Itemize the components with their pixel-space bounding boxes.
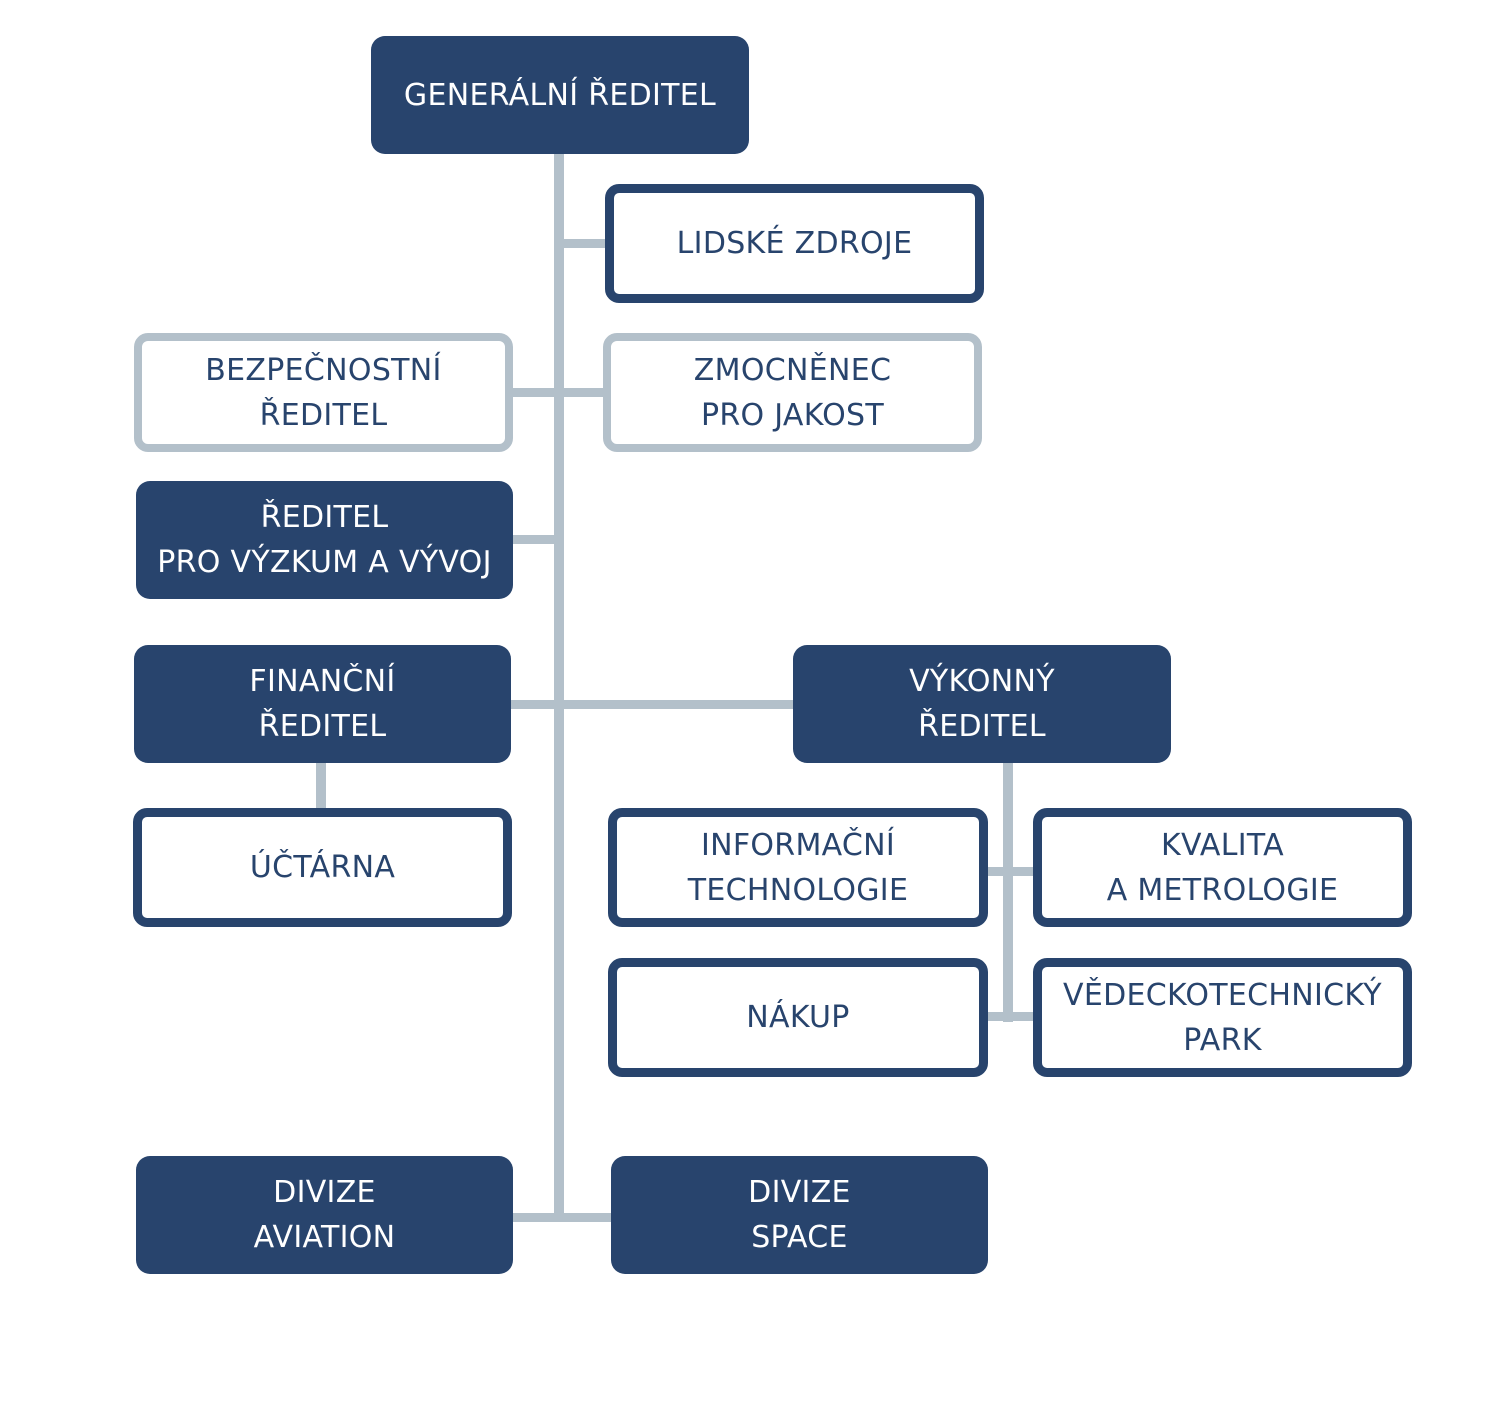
node-security-director[interactable]: BEZPEČNOSTNÍ ŘEDITEL xyxy=(134,333,513,452)
node-executive-director-line-2: ŘEDITEL xyxy=(918,709,1046,744)
node-financial-director-line-1: FINANČNÍ xyxy=(249,664,396,699)
node-science-park-line-2: PARK xyxy=(1183,1022,1262,1058)
node-science-park[interactable]: VĚDECKOTECHNICKÝ PARK xyxy=(1033,958,1412,1077)
node-space-division-line-2: SPACE xyxy=(751,1220,848,1255)
node-information-technology[interactable]: INFORMAČNÍ TECHNOLOGIE xyxy=(608,808,988,927)
node-information-technology-line-2: TECHNOLOGIE xyxy=(687,872,909,908)
node-financial-director[interactable]: FINANČNÍ ŘEDITEL xyxy=(134,645,511,763)
node-aviation-division-line-1: DIVIZE xyxy=(273,1175,376,1210)
node-general-director-line-1: GENERÁLNÍ ŘEDITEL xyxy=(403,77,717,113)
node-human-resources[interactable]: LIDSKÉ ZDROJE xyxy=(605,184,984,303)
node-human-resources-line-1: LIDSKÉ ZDROJE xyxy=(676,226,913,261)
node-space-division-line-1: DIVIZE xyxy=(748,1175,851,1210)
connector-divisions xyxy=(510,1213,614,1222)
node-security-director-line-1: BEZPEČNOSTNÍ xyxy=(205,352,442,388)
connector-it-quality xyxy=(984,867,1038,876)
node-space-division[interactable]: DIVIZE SPACE xyxy=(611,1156,988,1274)
node-executive-director-line-1: VÝKONNÝ xyxy=(909,664,1055,699)
node-quality-metrology-line-2: A METROLOGIE xyxy=(1106,872,1339,908)
node-science-park-line-1: VĚDECKOTECHNICKÝ xyxy=(1063,977,1382,1013)
node-purchasing[interactable]: NÁKUP xyxy=(608,958,988,1077)
connector-rnd xyxy=(510,535,562,544)
node-rnd-director-line-2: PRO VÝZKUM A VÝVOJ xyxy=(157,545,492,580)
node-rnd-director-line-1: ŘEDITEL xyxy=(260,500,389,535)
connector-accounting xyxy=(316,760,326,812)
node-aviation-division[interactable]: DIVIZE AVIATION xyxy=(136,1156,513,1274)
node-quality-representative[interactable]: ZMOCNĚNEC PRO JAKOST xyxy=(603,333,982,452)
node-quality-metrology-line-1: KVALITA xyxy=(1161,827,1284,863)
node-accounting-line-1: ÚČTÁRNA xyxy=(249,850,396,885)
node-rnd-director[interactable]: ŘEDITEL PRO VÝZKUM A VÝVOJ xyxy=(136,481,513,599)
node-quality-representative-line-1: ZMOCNĚNEC xyxy=(693,352,892,388)
node-quality-representative-line-2: PRO JAKOST xyxy=(701,397,884,433)
node-general-director[interactable]: GENERÁLNÍ ŘEDITEL xyxy=(371,36,749,154)
node-executive-director[interactable]: VÝKONNÝ ŘEDITEL xyxy=(793,645,1171,763)
node-accounting[interactable]: ÚČTÁRNA xyxy=(133,808,512,927)
connector-purchasing-park xyxy=(984,1012,1038,1021)
node-financial-director-line-2: ŘEDITEL xyxy=(258,709,387,744)
connector-hr xyxy=(560,239,610,248)
node-aviation-division-line-2: AVIATION xyxy=(253,1220,396,1255)
connector-main-trunk xyxy=(554,150,564,1222)
connector-security-quality xyxy=(508,388,608,397)
node-quality-metrology[interactable]: KVALITA A METROLOGIE xyxy=(1033,808,1412,927)
node-security-director-line-2: ŘEDITEL xyxy=(259,397,388,433)
node-purchasing-line-1: NÁKUP xyxy=(746,1000,850,1035)
connector-finance-executive xyxy=(508,700,796,709)
connector-executive-trunk xyxy=(1003,760,1013,1022)
node-information-technology-line-1: INFORMAČNÍ xyxy=(700,827,896,863)
